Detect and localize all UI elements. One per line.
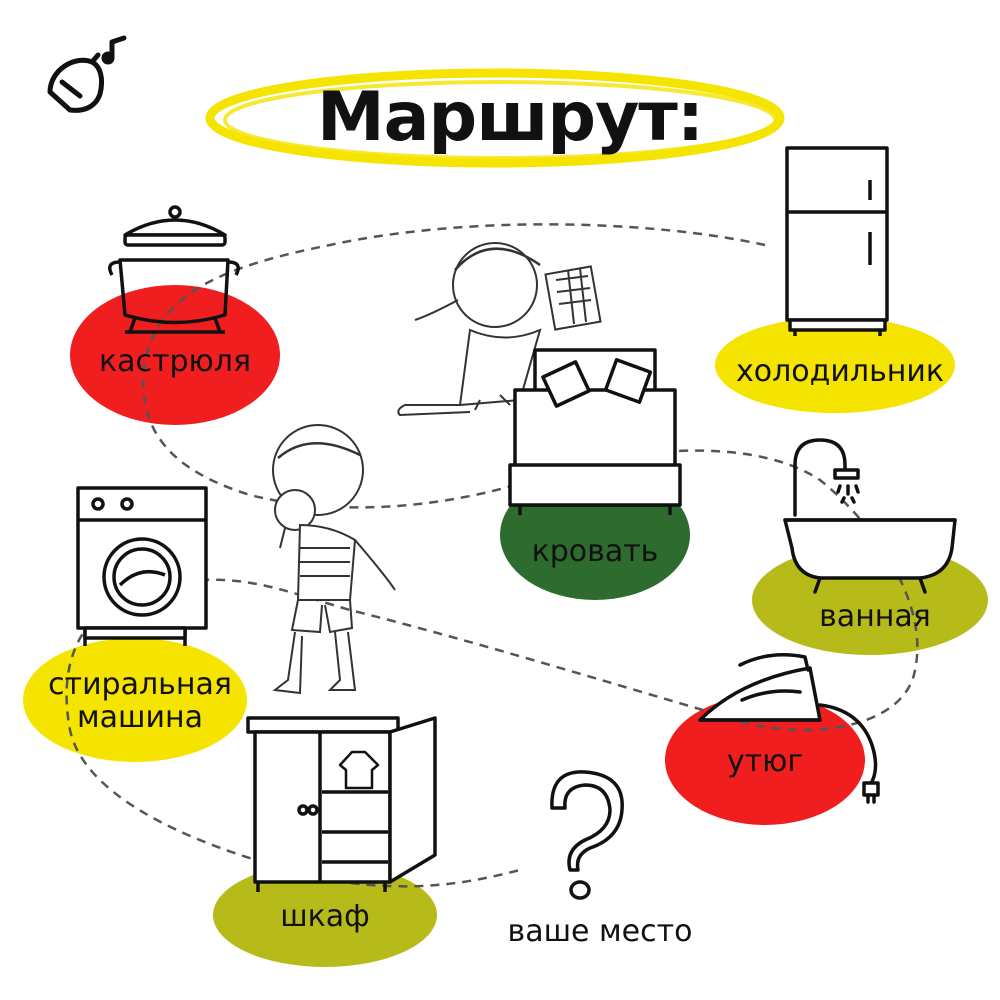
fridge-label: холодильник: [736, 354, 944, 389]
question-mark-icon: [550, 770, 624, 900]
iron-icon: [698, 653, 880, 804]
iron-label: утюг: [726, 744, 804, 779]
washer-blob: [23, 638, 247, 762]
your-place-label: ваше место: [507, 914, 693, 949]
pot-icon: [108, 205, 240, 334]
wardrobe-blob: [213, 863, 437, 967]
iron-blob: [665, 695, 865, 825]
bath-label: ванная: [819, 599, 931, 634]
bathtub-icon: [783, 438, 957, 594]
pot-blob: [70, 285, 280, 425]
washing-machine-icon: [76, 486, 208, 646]
girl-with-map-illustration: [397, 242, 602, 417]
washer-label: стиральная машина: [30, 668, 250, 734]
wardrobe-label: шкаф: [280, 899, 370, 934]
bird-logo-icon: [47, 35, 127, 113]
pot-label: кастрюля: [99, 344, 251, 379]
washer-label-line1: стиральная: [48, 667, 232, 702]
washer-label-line2: машина: [77, 700, 203, 735]
bed-label: кровать: [531, 534, 659, 569]
wardrobe-icon: [246, 716, 437, 892]
boy-with-magnifier-illustration: [272, 424, 396, 695]
fridge-blob: [715, 317, 955, 413]
title-ring: [205, 68, 785, 168]
bed-icon: [508, 348, 682, 515]
title-ring-inner: [223, 80, 777, 160]
route-path: [65, 223, 919, 888]
page-title: Маршрут:: [316, 78, 704, 157]
fridge-icon: [785, 146, 889, 336]
